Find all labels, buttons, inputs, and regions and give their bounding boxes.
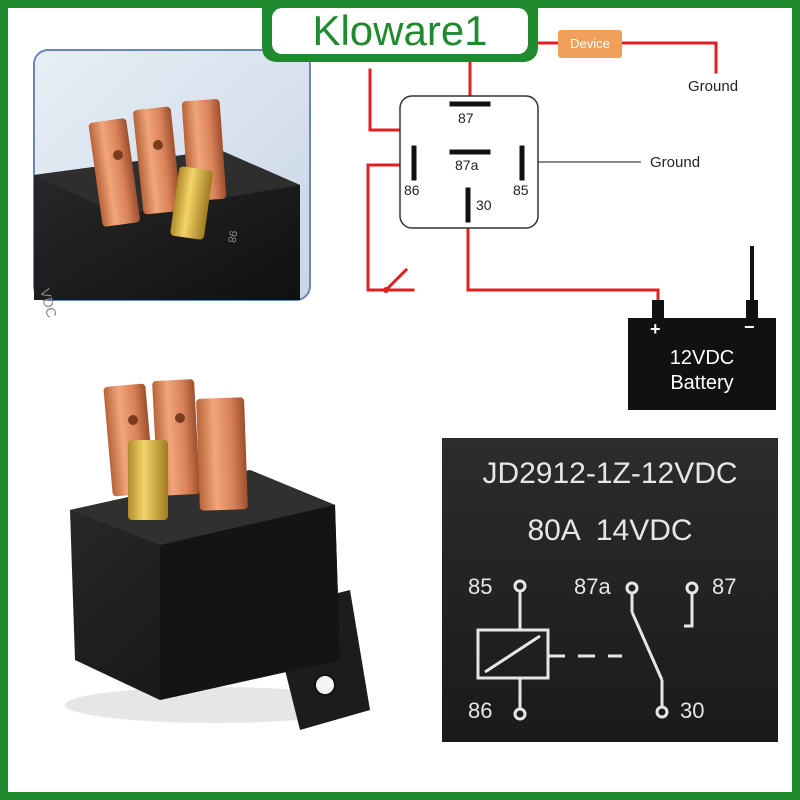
pin-85-label: 85 bbox=[513, 182, 529, 198]
brand-badge bbox=[272, 8, 528, 54]
plate-pin-30: 30 bbox=[680, 698, 705, 723]
svg-text:98: 98 bbox=[225, 229, 239, 243]
pin-87a-label: 87a bbox=[455, 157, 479, 173]
brand-name: Kloware1 bbox=[312, 7, 488, 54]
pin-87-label: 87 bbox=[458, 110, 474, 126]
pin-30-label: 30 bbox=[476, 197, 492, 213]
relay-closeup-photo: VDC 98 bbox=[33, 49, 311, 320]
plate-pin-85: 85 bbox=[468, 574, 493, 599]
relay-model-number: JD2912-1Z-12VDC bbox=[482, 457, 738, 490]
plate-pin-86: 86 bbox=[468, 698, 493, 723]
label-plate bbox=[442, 438, 778, 742]
device-label: Device bbox=[570, 36, 610, 51]
battery-label: Battery bbox=[670, 372, 734, 394]
relay-main-photo bbox=[65, 379, 370, 730]
wiring-diagram bbox=[366, 41, 776, 410]
ground-label-mid: Ground bbox=[650, 154, 701, 171]
plate-pin-87: 87 bbox=[712, 574, 737, 599]
relay-rating: 80A 14VDC bbox=[527, 514, 693, 547]
device-box bbox=[558, 30, 622, 58]
battery-minus: − bbox=[744, 317, 755, 337]
plate-pin-87a: 87a bbox=[574, 574, 611, 599]
ground-label-top: Ground bbox=[688, 78, 739, 95]
battery-voltage: 12VDC bbox=[669, 347, 735, 369]
battery-plus: + bbox=[650, 319, 661, 339]
svg-text:VDC: VDC bbox=[37, 287, 60, 320]
pin-86-label: 86 bbox=[404, 182, 420, 198]
